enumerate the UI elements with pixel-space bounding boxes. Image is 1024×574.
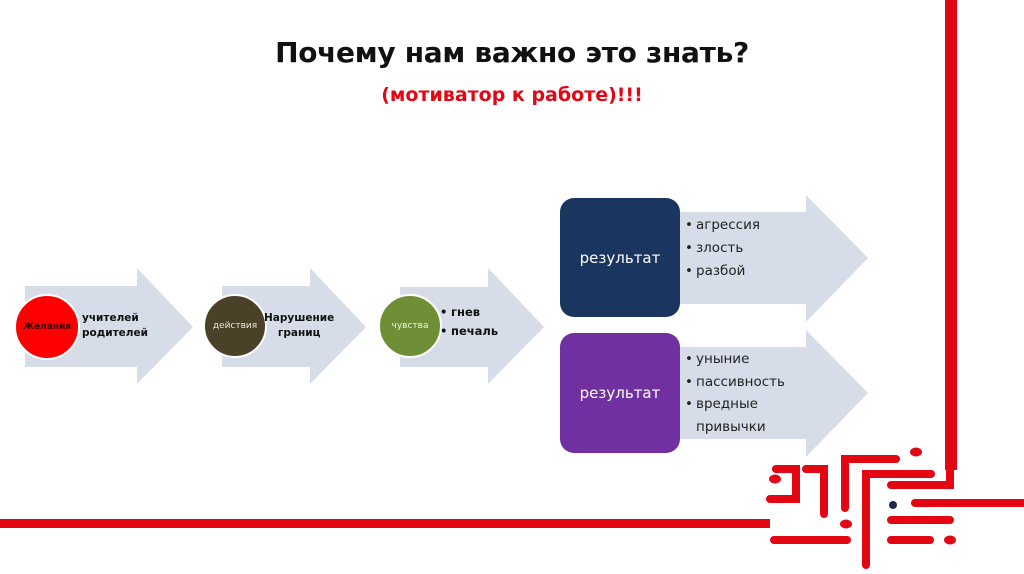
result-1-list: агрессия злость разбой [685, 214, 760, 283]
result-2-item: вредные привычки [685, 393, 776, 438]
circle-actions-label: действия [212, 321, 258, 331]
flow-arrow-1 [25, 268, 193, 384]
maze-logo-icon [766, 436, 1024, 569]
maze-dark-dot-icon [889, 501, 897, 509]
feelings-item: гнев [440, 303, 498, 322]
result-box-1-label: результат [579, 248, 661, 267]
circle-actions: действия [203, 294, 267, 358]
result-1-item: разбой [685, 260, 760, 283]
circle-feelings: чувства [378, 294, 442, 358]
feelings-item: печаль [440, 322, 498, 341]
circle-feelings-label: чувства [391, 321, 429, 331]
feelings-list: гнев печаль [440, 303, 498, 341]
step2-line-1: Нарушение [264, 312, 335, 324]
result-1-item: агрессия [685, 214, 760, 237]
horizontal-red-line [0, 519, 770, 528]
slide-title: Почему нам важно это знать? [275, 36, 749, 69]
circle-desires-label: Желания [22, 322, 72, 332]
slide-subtitle: (мотиватор к работе)!!! [381, 84, 643, 106]
step1-line-2: родителей [82, 327, 148, 339]
step2-text: Нарушение границ [264, 311, 334, 341]
result-2-item: уныние [685, 348, 800, 371]
maze-dots-icon [769, 447, 956, 545]
result-2-list: уныние пассивность вредные привычки [685, 348, 800, 438]
step1-line-1: учителей [82, 312, 139, 324]
step1-text: учителей родителей [82, 311, 148, 341]
vertical-red-line [945, 0, 957, 470]
result-box-2-label: результат [579, 384, 661, 402]
flow-arrow-2 [222, 268, 366, 384]
result-2-item: пассивность [685, 371, 800, 394]
circle-desires: Желания [14, 294, 80, 360]
result-1-item: злость [685, 237, 760, 260]
result-box-2: результат [560, 333, 680, 453]
step2-line-2: границ [277, 327, 321, 339]
result-box-1: результат [560, 198, 680, 317]
